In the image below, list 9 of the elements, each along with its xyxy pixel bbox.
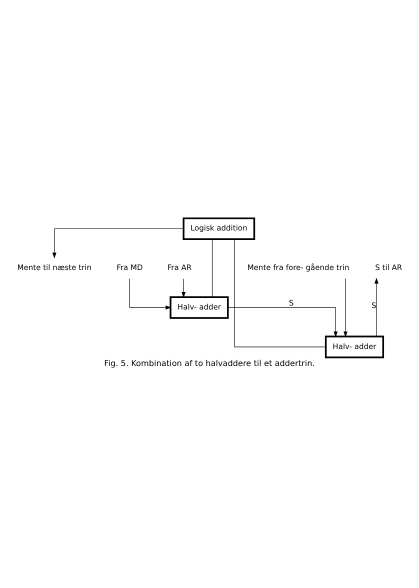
arrow xyxy=(129,278,172,310)
arrow xyxy=(182,278,186,298)
connector xyxy=(212,238,213,297)
arrow xyxy=(52,228,184,258)
caption: Fig. 5. Kombination af to halvaddere til et addertrin. xyxy=(104,358,315,368)
arrow xyxy=(374,277,379,336)
arrow xyxy=(343,278,348,337)
connector xyxy=(234,238,326,347)
arrow xyxy=(228,306,338,337)
